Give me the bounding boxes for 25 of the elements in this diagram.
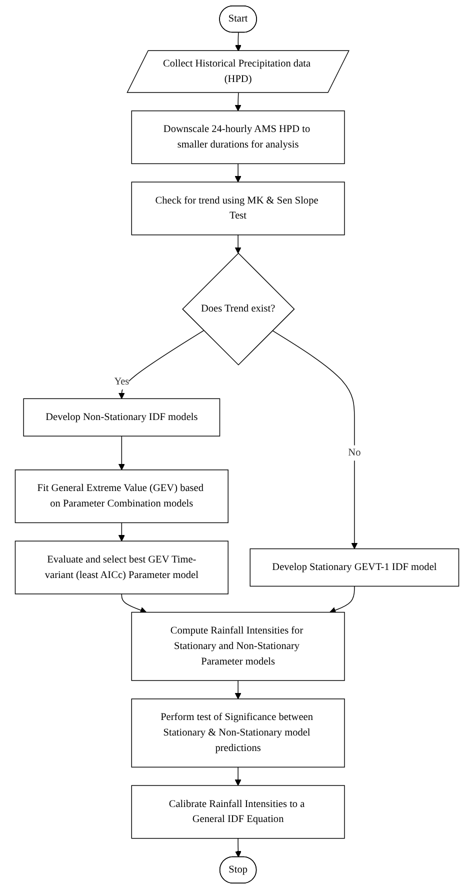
arrow [272,330,358,550]
arrow [234,766,242,786]
node-diamond: Does Trend exist? [182,252,295,366]
node-box: Downscale 24-hourly AMS HPD to smaller durations for analysis [131,110,345,164]
arrow [118,522,125,542]
node-box: Fit General Extreme Value (GEV) based on Parameter Combination models [14,470,228,524]
node-box: Check for trend using MK & Sen Slope Test [131,182,345,236]
node-box: Develop Stationary GEVT-1 IDF model [250,548,460,587]
arrow [121,594,147,614]
edge-label: No [348,447,361,458]
edge-label: Yes [114,376,130,388]
arrow [330,586,355,614]
node-box: Develop Non-Stationary IDF models [23,398,220,436]
node-box: Calibrate Rainfall Intensities to a General IDF Equation [131,785,345,839]
arrow [118,330,204,399]
node-box: Compute Rainfall Intensities for Stationary and Non-Stationary Parameter models [131,612,345,681]
arrow [234,163,242,182]
arrow [234,32,242,52]
arrow [234,838,242,858]
node-box: Perform test of Significance between Stationary & Non-Stationary model predictions [131,698,345,768]
arrow [234,680,242,700]
arrow [118,436,125,470]
node-box: Evaluate and select best GEV Time-variant (least AICc) Parameter model [14,540,228,594]
arrow [234,234,242,254]
arrow [234,92,242,112]
